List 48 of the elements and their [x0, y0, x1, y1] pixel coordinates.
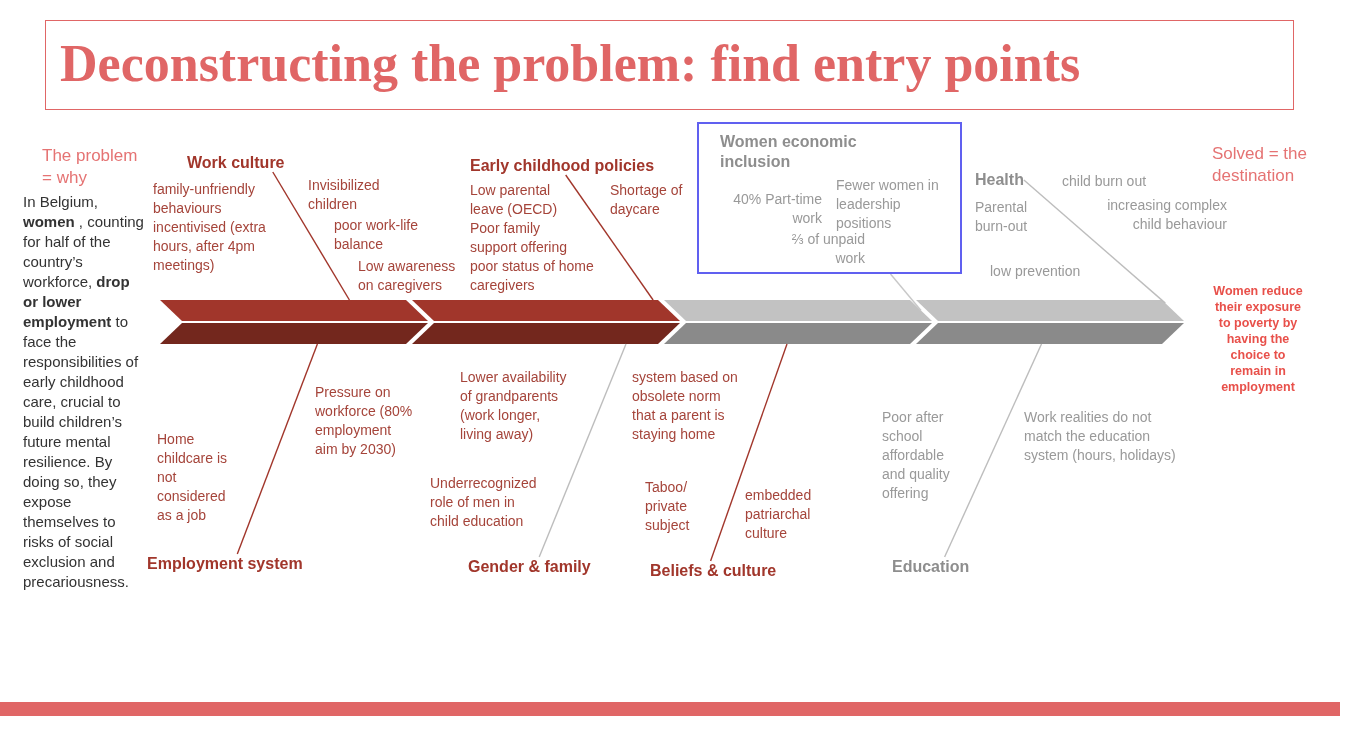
bone-line: [236, 343, 319, 555]
cause-text: family-unfriendly behaviours incentivised (extra hours, after 4pm meetings): [153, 180, 267, 275]
category-heading: Early childhood policies: [470, 156, 655, 175]
spine-arrow-segment: [412, 300, 680, 344]
category-heading: Beliefs & culture: [650, 561, 777, 580]
cause-text: 40% Part-time work: [732, 190, 822, 228]
cause-text: Fewer women in leadership positions: [836, 176, 940, 233]
bone-line: [709, 343, 788, 562]
cause-text: poor work-life balance: [334, 216, 420, 254]
cause-text: Pressure on workforce (80% employment aim by 2030): [315, 383, 414, 459]
problem-description: In Belgium, women , counting for half of the country’s workforce, drop or lower employment to face the responsibilities of early childhood care, crucial to build children’s future mental resilience. By doing so, they expose themselves to risks of social exclusion and precariousness.: [23, 192, 145, 592]
cause-text: embedded patriarchal culture: [745, 486, 813, 543]
bone-line: [538, 343, 627, 558]
cause-text: Low awareness on caregivers: [358, 257, 457, 295]
cause-text: poor status of home caregivers: [470, 257, 595, 295]
highlight-frame: [697, 122, 962, 274]
cause-text: Taboo/ private subject: [645, 478, 691, 535]
cause-text: Underrecognized role of men in child education: [430, 474, 538, 531]
category-heading: Health: [975, 170, 1024, 190]
category-heading: Gender & family: [468, 557, 591, 576]
bone-line: [272, 171, 351, 301]
destination-statement: Women reduce their exposure to poverty by having the choice to remain in employment: [1212, 283, 1304, 395]
bone-line: [943, 343, 1043, 558]
cause-text: Parental burn-out: [975, 198, 1029, 236]
cause-text: Lower availability of grandparents (work longer, living away): [460, 368, 568, 444]
category-heading: Women economic inclusion: [720, 132, 858, 172]
category-heading: Employment system: [147, 554, 303, 573]
title-heading: Deconstructing the problem: find entry points: [45, 20, 1294, 110]
problem-heading: The problem = why: [42, 145, 139, 189]
spine-arrow-segment: [916, 300, 1184, 344]
spine-arrow-segment: [664, 300, 932, 344]
cause-text: Home childcare is not considered as a job: [157, 430, 229, 525]
cause-text: system based on obsolete norm that a parent is staying home: [632, 368, 739, 444]
spine-arrow-segment: [160, 300, 428, 344]
cause-text: ⅔ of unpaid work: [790, 231, 865, 268]
cause-text: Shortage of daycare: [610, 181, 684, 219]
cause-text: Low parental leave (OECD): [470, 181, 559, 219]
bone-line: [889, 273, 922, 312]
category-heading: Work culture: [187, 153, 285, 172]
cause-text: low prevention: [990, 262, 1081, 281]
cause-text: Poor after school affordable and quality offering: [882, 408, 951, 503]
bone-line: [1023, 179, 1166, 304]
cause-text: Work realities do not match the education system (hours, holidays): [1024, 408, 1177, 465]
cause-text: child burn out: [1062, 172, 1147, 191]
bone-line: [565, 174, 654, 301]
category-heading: Education: [892, 557, 970, 577]
destination-heading: Solved = the destination: [1212, 143, 1308, 187]
cause-text: increasing complex child behaviour: [1106, 196, 1227, 234]
